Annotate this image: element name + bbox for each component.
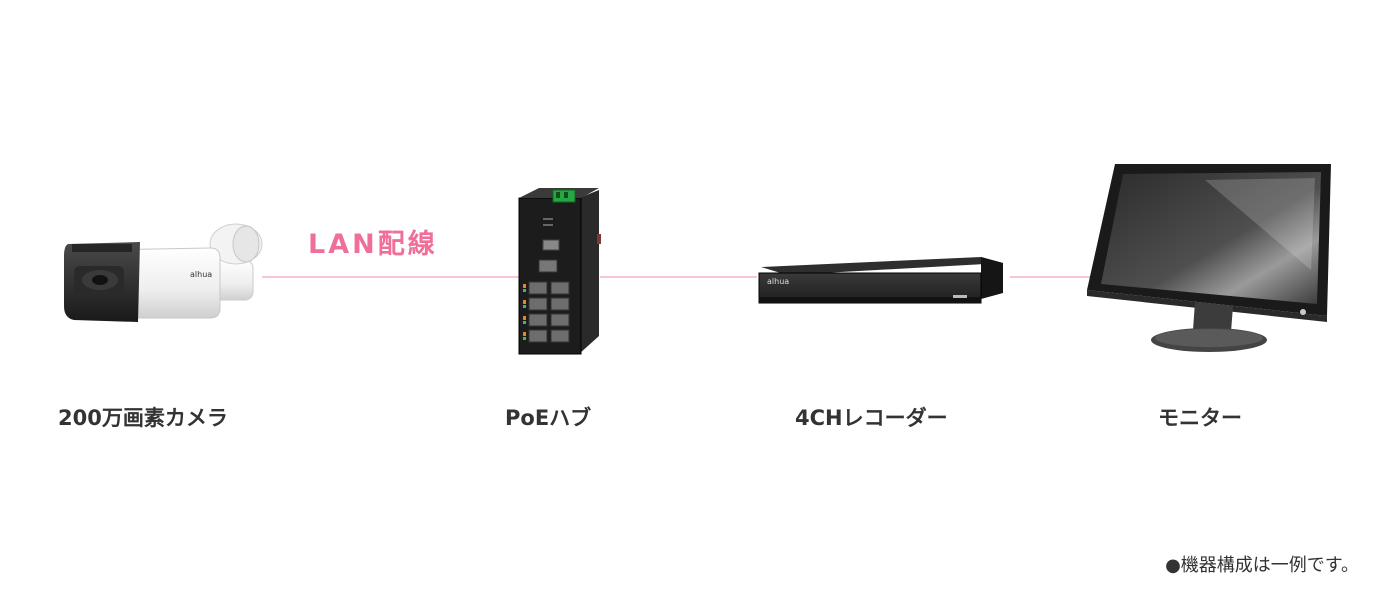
recorder-caption: 4CHレコーダー [795, 406, 948, 430]
lan-connector-camera-hub [262, 276, 520, 278]
monitor-icon [1085, 160, 1337, 356]
monitor-caption: モニター [1158, 406, 1242, 430]
configuration-footnote: ●機器構成は一例です。 [1165, 555, 1359, 576]
connector-recorder-monitor [1010, 276, 1090, 278]
bullet-camera-icon: alhua [60, 222, 270, 327]
poe-switch-icon [517, 186, 603, 356]
lan-wiring-label: LAN配線 [308, 229, 438, 260]
lan-connector-hub-recorder [600, 276, 757, 278]
poe-hub-caption: PoEハブ [505, 406, 592, 430]
camera-caption: 200万画素カメラ [58, 406, 228, 430]
svg-text:alhua: alhua [190, 270, 212, 279]
svg-text:alhua: alhua [767, 277, 789, 286]
recorder-icon: alhua [757, 253, 1005, 309]
